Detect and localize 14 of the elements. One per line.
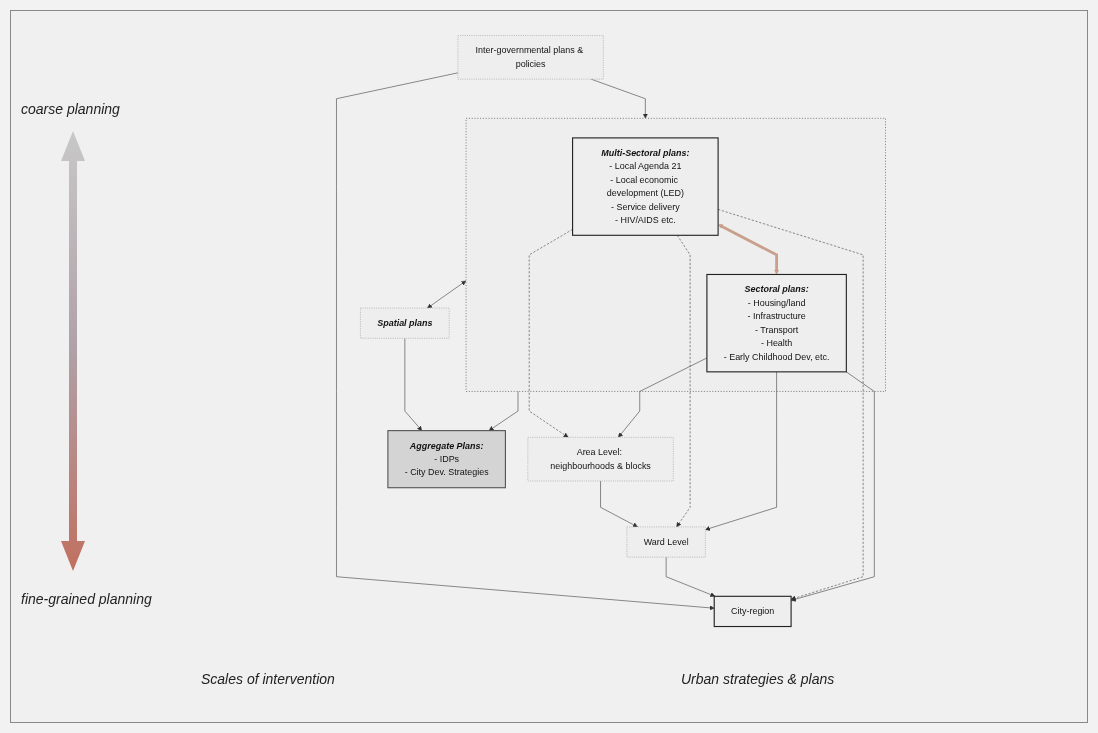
cluster	[465, 118, 886, 392]
node-box: Sectoral plans: - Housing/land - Infrastructure - Transport - Health - Early Childhood Dev, etc.	[706, 273, 847, 373]
node-box: Multi-Sectoral plans: - Local Agenda 21 - Local economic development (LED) - Service delivery - HIV/AIDS etc.	[572, 137, 719, 236]
annotation-text: Scales of intervention	[201, 671, 335, 687]
node-box: Aggregate Plans: - IDPs - City Dev. Strategies	[387, 430, 506, 489]
node-box: Inter-governmental plans & policies	[457, 35, 604, 80]
node-box: Area Level: neighbourhoods & blocks	[527, 437, 674, 482]
arrow	[718, 224, 780, 275]
annotation-text: Urban strategies & plans	[681, 671, 835, 687]
node-box: Ward Level	[626, 526, 706, 558]
annotation-text: fine-grained planning	[21, 591, 152, 607]
node-box: Spatial plans	[360, 307, 450, 339]
annotation-text: coarse planning	[21, 101, 120, 117]
node-box: City-region	[713, 595, 792, 628]
